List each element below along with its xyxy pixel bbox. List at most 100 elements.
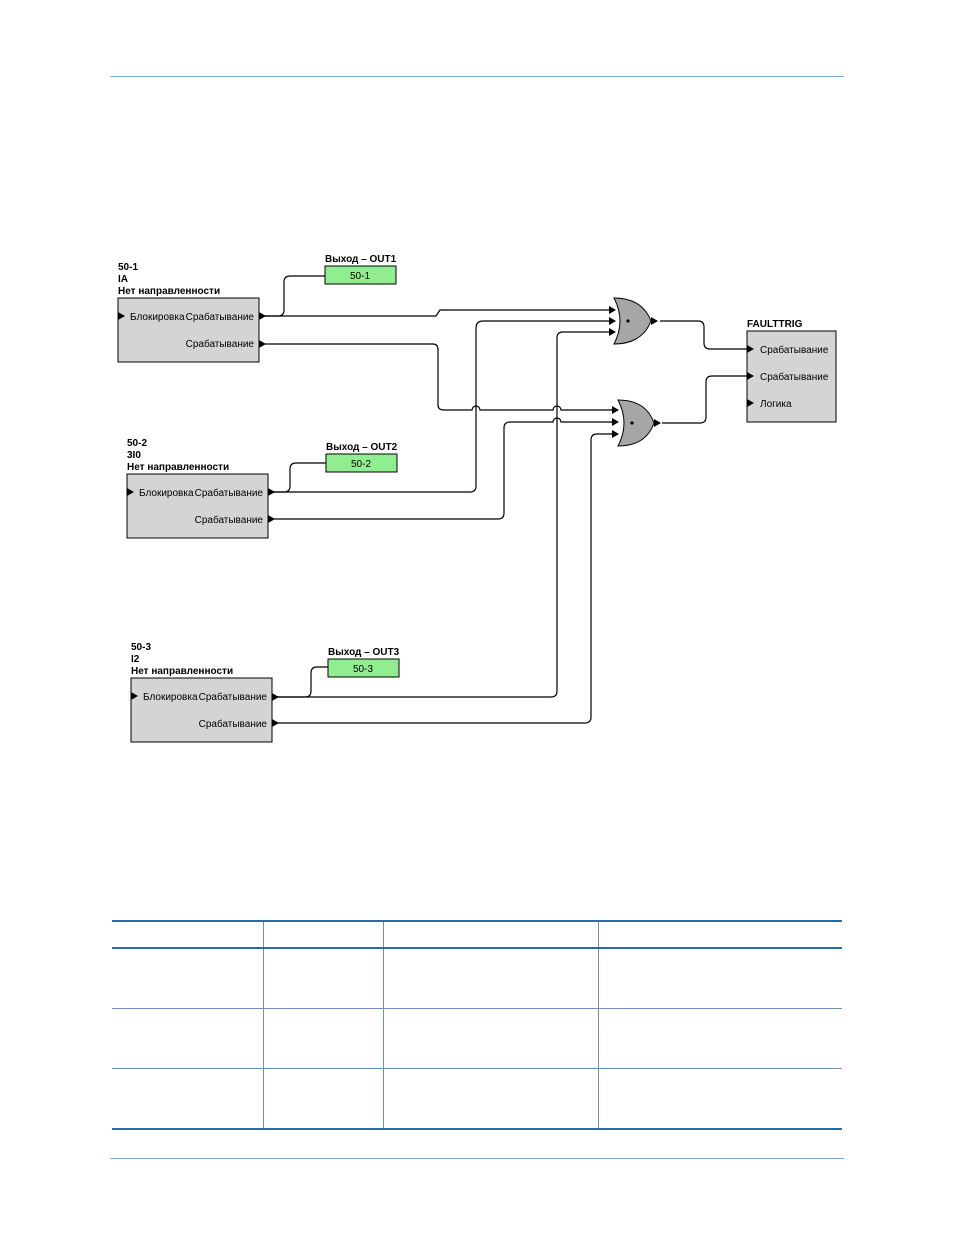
block-50-1-signal: IA bbox=[118, 274, 128, 285]
wire-50-2-out2 bbox=[272, 462, 327, 493]
table-cell bbox=[383, 1008, 599, 1069]
block-50-1-port-trip-top: Срабатывание bbox=[186, 311, 255, 323]
table-cell bbox=[598, 1068, 842, 1130]
or-gate-2[interactable] bbox=[612, 399, 661, 447]
block-50-2-signal: 3I0 bbox=[127, 450, 141, 461]
block-50-2-mode: Нет направленности bbox=[127, 462, 229, 473]
faulttrig-block: FAULTTRIG Срабатывание Срабатывание Логи… bbox=[746, 319, 837, 423]
output-out2-title: Выход – OUT2 bbox=[326, 442, 398, 453]
wire-50-2-trip-or2 bbox=[272, 417, 616, 520]
or-gate-2-in1-arrow bbox=[612, 406, 619, 414]
table-row bbox=[112, 1068, 842, 1130]
block-50-3-name: 50-3 bbox=[131, 642, 151, 653]
block-50-1-trip-arrow bbox=[259, 340, 266, 348]
block-50-3: 50-3 I2 Нет направленности Блокировка Ср… bbox=[130, 642, 400, 743]
or-gate-1-in1-arrow bbox=[609, 306, 616, 314]
block-50-3-signal: I2 bbox=[131, 654, 140, 665]
wire-50-3-out3 bbox=[276, 666, 328, 698]
or-gate-2-in3-arrow bbox=[612, 430, 619, 438]
faulttrig-in2-arrow bbox=[747, 372, 754, 380]
or-gate-1[interactable] bbox=[609, 297, 658, 345]
output-out3-label: 50-3 bbox=[353, 664, 373, 675]
table-header-cell bbox=[383, 921, 599, 949]
table-cell bbox=[112, 1008, 264, 1069]
block-50-2-block-input-arrow bbox=[127, 488, 134, 496]
or-gate-2-body bbox=[617, 399, 655, 447]
faulttrig-in3-label: Логика bbox=[760, 399, 792, 410]
header-rule bbox=[110, 76, 844, 77]
output-out3-title: Выход – OUT3 bbox=[328, 647, 400, 658]
block-50-3-port-block: Блокировка bbox=[143, 692, 198, 703]
block-50-3-mode: Нет направленности bbox=[131, 666, 233, 677]
wire-50-2-trip-or1 bbox=[272, 320, 614, 493]
wire-50-1-trip-or2 bbox=[262, 343, 616, 411]
block-50-3-port-trip-top: Срабатывание bbox=[199, 691, 268, 703]
or-gate-1-in3-arrow bbox=[609, 328, 616, 336]
logic-diagram: 50-1 IA Нет направленности Блокировка Ср… bbox=[117, 254, 837, 743]
wire-50-3-trip-or1 bbox=[276, 331, 614, 698]
footer-rule bbox=[110, 1158, 844, 1159]
wire-50-1-out1 bbox=[262, 275, 325, 317]
block-50-2-port-trip-top: Срабатывание bbox=[195, 487, 264, 499]
wire-or2-faulttrig bbox=[662, 375, 750, 424]
block-50-2-port-trip: Срабатывание bbox=[195, 514, 264, 526]
block-50-1-port-block: Блокировка bbox=[130, 312, 185, 323]
table-cell bbox=[383, 1068, 599, 1130]
output-out2-label: 50-2 bbox=[351, 459, 371, 470]
table-cell bbox=[598, 947, 842, 1009]
table-header-cell bbox=[598, 921, 842, 949]
output-out3-box[interactable] bbox=[327, 658, 400, 678]
table-cell bbox=[598, 1008, 842, 1069]
block-50-2-port-block: Блокировка bbox=[139, 488, 194, 499]
table-header-row bbox=[112, 921, 842, 949]
or-gate-1-body bbox=[613, 297, 652, 345]
block-50-3-port-trip: Срабатывание bbox=[199, 718, 268, 730]
table-cell bbox=[383, 947, 599, 1009]
wire-or1-faulttrig bbox=[660, 320, 750, 350]
table-cell bbox=[112, 1068, 264, 1130]
table-cell bbox=[263, 1068, 384, 1130]
or-gate-1-in2-arrow bbox=[609, 317, 616, 325]
block-50-1-body[interactable] bbox=[117, 297, 260, 363]
or-gate-2-out-arrow bbox=[654, 419, 661, 427]
faulttrig-in2-label: Срабатывание bbox=[760, 371, 829, 383]
block-50-3-body[interactable] bbox=[130, 677, 273, 743]
output-out2-box[interactable] bbox=[325, 453, 398, 473]
block-50-1-block-input-arrow bbox=[118, 312, 125, 320]
or-gate-1-dot bbox=[626, 319, 630, 323]
output-out1-label: 50-1 bbox=[350, 271, 370, 282]
block-50-3-block-input-arrow bbox=[131, 692, 138, 700]
faulttrig-in1-arrow bbox=[747, 345, 754, 353]
table-header-cell bbox=[112, 921, 264, 949]
settings-table bbox=[112, 920, 842, 1130]
wire-50-1-trip-or1 bbox=[262, 309, 614, 317]
table-header-cell bbox=[263, 921, 384, 949]
block-50-1-mode: Нет направленности bbox=[118, 286, 220, 297]
faulttrig-body[interactable] bbox=[746, 330, 837, 423]
or-gate-2-in2-arrow bbox=[612, 418, 619, 426]
wires bbox=[262, 275, 750, 724]
block-50-2: 50-2 3I0 Нет направленности Блокировка С… bbox=[126, 438, 398, 539]
block-50-1-trip-top-arrow bbox=[259, 312, 266, 320]
output-out1-title: Выход – OUT1 bbox=[325, 254, 397, 265]
table-cell bbox=[263, 947, 384, 1009]
block-50-1: 50-1 IA Нет направленности Блокировка Ср… bbox=[117, 254, 397, 363]
block-50-2-body[interactable] bbox=[126, 473, 269, 539]
block-50-1-port-trip: Срабатывание bbox=[186, 338, 255, 350]
faulttrig-title: FAULTTRIG bbox=[747, 319, 803, 330]
block-50-3-trip-arrow bbox=[272, 719, 279, 727]
or-gate-2-dot bbox=[630, 421, 634, 425]
table-cell bbox=[112, 947, 264, 1009]
block-50-2-trip-top-arrow bbox=[268, 488, 275, 496]
faulttrig-in3-arrow bbox=[747, 399, 754, 407]
or-gate-1-out-arrow bbox=[651, 317, 658, 325]
block-50-3-trip-top-arrow bbox=[272, 693, 279, 701]
wire-50-3-trip-or2 bbox=[276, 433, 616, 724]
table-cell bbox=[263, 1008, 384, 1069]
faulttrig-in1-label: Срабатывание bbox=[760, 344, 829, 356]
block-50-2-trip-arrow bbox=[268, 515, 275, 523]
table-row bbox=[112, 1008, 842, 1069]
output-out1-box[interactable] bbox=[324, 265, 397, 285]
table-row bbox=[112, 947, 842, 1009]
block-50-2-name: 50-2 bbox=[127, 438, 147, 449]
